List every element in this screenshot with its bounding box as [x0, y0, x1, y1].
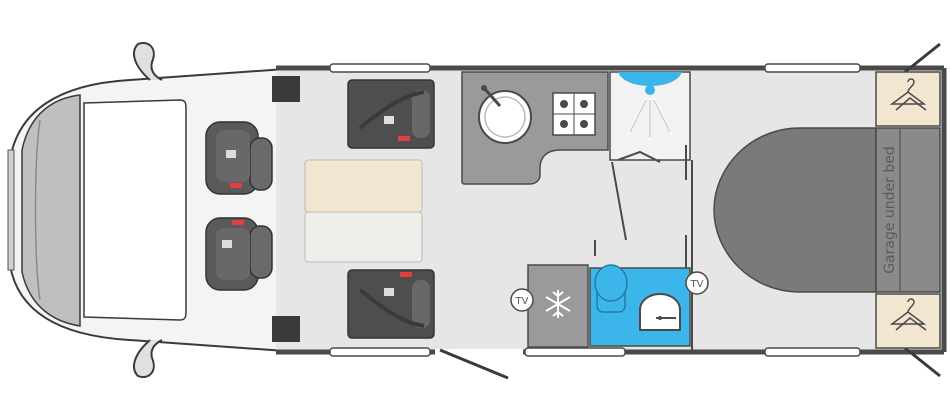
window [329, 347, 431, 357]
garage-label: Garage under bed [882, 146, 898, 274]
window [329, 63, 431, 73]
shower-icon [609, 71, 691, 163]
toilet-icon [594, 264, 628, 313]
snowflake-icon [545, 290, 571, 318]
grille [7, 149, 15, 271]
basin-icon [639, 292, 681, 331]
hanger-icon [889, 78, 927, 111]
entrance-door [439, 348, 509, 380]
dinette-seat-bottom [347, 269, 435, 339]
hanger-icon [889, 298, 927, 331]
windscreen [21, 94, 81, 327]
tv-marker-bedroom: TV [685, 271, 709, 295]
island-bed [713, 127, 877, 293]
seatbelt-icon [384, 116, 394, 124]
seatbelt-icon [222, 240, 232, 248]
cab-pillar-top [272, 76, 300, 102]
dinette-table [304, 159, 423, 263]
dinette-seat-top [347, 79, 435, 149]
cab-pillar-bottom [272, 316, 300, 342]
fridge [527, 264, 589, 348]
cab-seat-passenger [205, 217, 273, 291]
mirror-right [133, 339, 163, 378]
window [524, 347, 626, 357]
garage: Garage under bed [875, 127, 941, 293]
window [764, 347, 861, 357]
rear-door [904, 42, 941, 74]
sink-icon [478, 85, 532, 144]
tv-label: TV [690, 279, 704, 290]
washroom-walls [594, 145, 693, 350]
wardrobe-top [875, 71, 941, 127]
seatbelt-icon [226, 150, 236, 158]
kitchen [461, 71, 609, 185]
rear-door-bottom [904, 346, 941, 378]
cab-seat-driver [205, 121, 273, 195]
mirror-left [133, 42, 163, 81]
window [764, 63, 861, 73]
cab [7, 42, 301, 378]
bonnet-line [34, 119, 41, 301]
wardrobe-bottom [875, 293, 941, 349]
washroom [589, 264, 691, 347]
entrance-door-gap [435, 349, 523, 355]
tv-marker-fridge: TV [510, 288, 534, 312]
seatbelt-icon [384, 288, 394, 296]
hob-icon [552, 92, 596, 136]
dashboard [83, 99, 187, 321]
tv-label: TV [515, 296, 529, 307]
